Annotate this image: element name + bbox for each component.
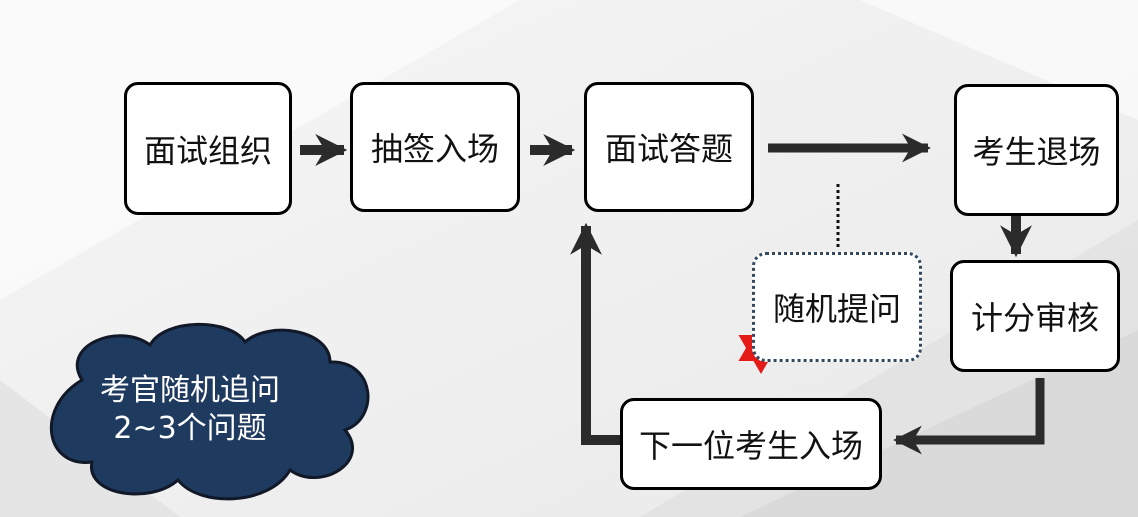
cloud-shape <box>49 322 370 501</box>
node-draw-enter: 抽签入场 <box>350 82 520 212</box>
node-candidate-exit: 考生退场 <box>954 84 1119 216</box>
node-score-review: 计分审核 <box>950 260 1120 372</box>
arrow-next-to-answer <box>569 222 620 445</box>
node-interview-answer: 面试答题 <box>584 82 754 212</box>
arrow-score-to-next <box>893 378 1045 455</box>
cloud-line-2: 2~3个问题 <box>113 411 267 446</box>
node-random-question: 随机提问 <box>752 252 922 362</box>
cloud-line-1: 考官随机追问 <box>100 373 280 408</box>
node-next-candidate: 下一位考生入场 <box>620 398 882 490</box>
node-interview-organize: 面试组织 <box>124 82 292 215</box>
cloud-callout: 考官随机追问 2~3个问题 <box>40 372 340 448</box>
